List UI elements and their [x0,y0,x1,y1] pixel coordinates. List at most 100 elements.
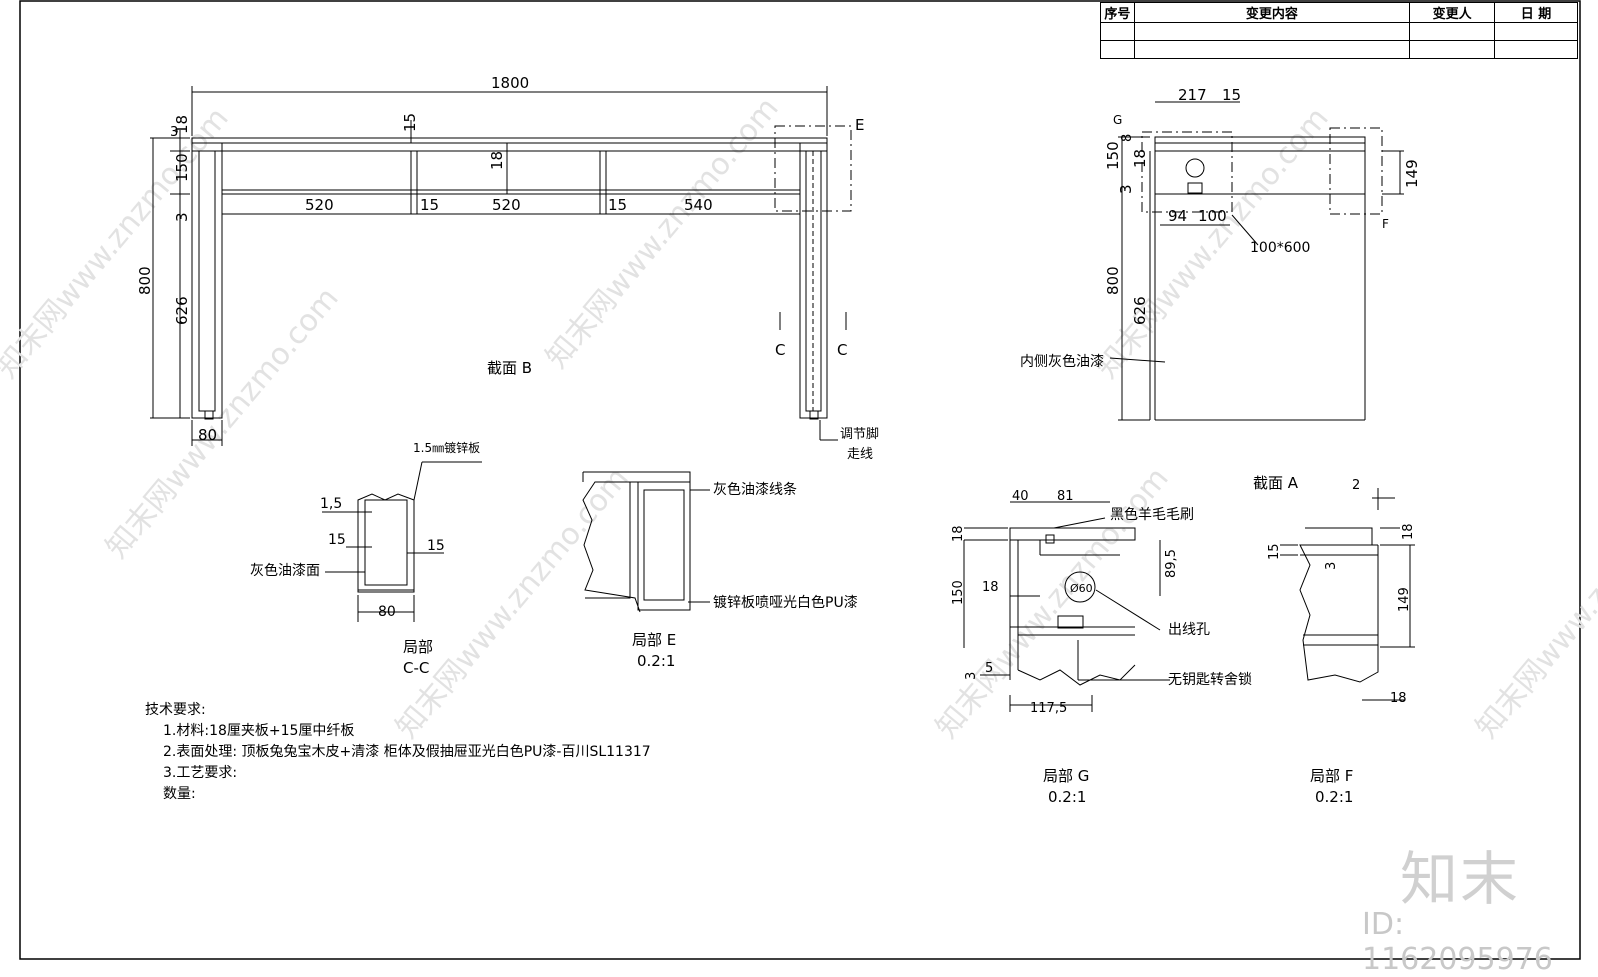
label-e-line: 灰色油漆线条 [713,481,797,498]
dim-a-149: 149 [1403,159,1421,188]
dim-b-18-mid: 18 [488,151,506,170]
notes-item-3: 3.工艺要求: [163,765,238,781]
notes-item-1: 1.材料:18厘夹板+15厘中纤板 [163,723,355,739]
label-g-lock: 无钥匙转舍锁 [1168,672,1252,688]
mark-b-c-right: C [837,341,847,359]
dim-b-3b: 3 [173,212,191,222]
watermark-site-1: 知末网www.znzmo.com [0,101,236,385]
watermark-logo: 知末 [1400,845,1521,913]
dim-f-18: 18 [1401,523,1416,540]
title-detail-e: 局部 E [632,631,676,649]
title-section-a: 截面 A [1253,474,1299,492]
dim-b-bay3: 540 [684,196,713,214]
dim-f-18b: 18 [1390,691,1407,706]
label-b-foot: 调节脚 [840,426,879,442]
detail-cc-drawing [322,461,482,622]
detail-e-text: 灰色油漆线条 镀锌板喷哑光白色PU漆 局部 E 0.2:1 [632,481,858,670]
dim-cc-15a: 1,5 [320,496,342,512]
technical-notes: 技术要求: 1.材料:18厘夹板+15厘中纤板 2.表面处理: 顶板兔兔宝木皮+… [145,700,651,805]
dim-a-100: 100 [1198,207,1227,225]
dim-b-overall: 1800 [491,74,529,92]
scale-detail-e: 0.2:1 [637,652,675,670]
title-detail-f: 局部 F [1310,767,1353,785]
scale-detail-f: 0.2:1 [1315,788,1353,806]
dim-b-18: 18 [173,115,191,134]
mark-a-f: F [1382,217,1389,231]
dim-f-3: 3 [1324,562,1339,570]
detail-f-drawing [1280,488,1415,701]
dim-f-2: 2 [1352,478,1360,493]
dim-g-18b: 18 [982,580,999,595]
title-detail-cc: 局部 [403,638,433,656]
dim-g-3: 3 [964,672,979,680]
notes-item-2: 2.表面处理: 顶板兔兔宝木皮+清漆 柜体及假抽屉亚光白色PU漆-百川SL113… [163,744,651,760]
title-detail-g: 局部 G [1043,767,1089,785]
revision-table: 序号 变更内容 变更人 日 期 [1100,2,1578,59]
dim-a-8: 8 [1120,134,1135,142]
dim-a-3: 3 [1117,184,1135,194]
watermark-diagonals: 知末网www.znzmo.com 知末网www.znzmo.com 知末网www… [0,91,1598,745]
sheet-border [19,0,1581,960]
dim-f-149: 149 [1397,587,1412,612]
dim-cc-80: 80 [378,604,396,620]
label-e-finish: 镀锌板喷哑光白色PU漆 [713,594,858,611]
dim-a-800: 800 [1104,266,1122,295]
dim-a-626: 626 [1131,296,1149,325]
rev-header-no: 序号 [1100,2,1135,23]
label-a-inner: 内侧灰色油漆 [1020,353,1104,370]
dim-b-gap1: 15 [420,196,439,214]
dim-b-150: 150 [173,153,191,182]
dim-b-626: 626 [173,296,191,325]
mark-b-c-left: C [775,341,785,359]
section-a-drawing [1109,101,1404,421]
label-a-grommet: 100*600 [1250,240,1310,256]
dim-g-5: 5 [985,661,993,676]
detail-cc-text: 1.5㎜镀锌板 1,5 15 15 灰色油漆面 80 局部 C-C [250,441,480,677]
notes-heading: 技术要求: [145,702,206,718]
mark-b-e: E [855,116,864,134]
dim-g-81: 81 [1057,489,1074,504]
dim-b-gap2: 15 [608,196,627,214]
dim-a-217: 217 [1178,86,1207,104]
detail-e-drawing [582,471,710,613]
dim-a-150: 150 [1104,141,1122,170]
title-section-b: 截面 B [487,359,532,377]
dim-a-15: 15 [1222,86,1241,104]
dim-cc-15b: 15 [328,532,346,548]
dim-b-3: 3 [170,125,178,140]
mark-a-g: G [1113,113,1122,127]
dim-b-800: 800 [136,266,154,295]
label-g-hole: 出线孔 [1168,622,1210,638]
dim-g-150: 150 [951,580,966,605]
dim-a-18: 18 [1131,149,1149,168]
scale-detail-g: 0.2:1 [1048,788,1086,806]
dim-b-bay2: 520 [492,196,521,214]
dim-b-80: 80 [198,426,217,444]
section-b-dims: 1800 3 18 150 3 800 626 80 15 18 520 15 … [136,74,879,462]
dim-g-89: 89,5 [1164,549,1179,578]
label-g-brush: 黑色羊毛毛刷 [1110,506,1194,523]
dim-g-40: 40 [1012,489,1029,504]
label-g-hole-dia: Ø60 [1070,582,1093,595]
section-a-dims: 217 15 G 8 18 150 3 94 100 100*600 149 F… [1020,86,1421,492]
dim-f-15: 15 [1267,543,1282,560]
detail-f-text: 2 15 3 18 149 18 局部 F 0.2:1 [1267,478,1416,806]
label-cc-sheet: 1.5㎜镀锌板 [413,441,480,455]
section-b-drawing [150,86,852,446]
dim-g-18: 18 [951,525,966,542]
notes-item-4: 数量: [163,786,196,802]
dim-cc-15c: 15 [427,538,445,554]
detail-g-text: 40 81 黑色羊毛毛刷 18 89,5 150 18 Ø60 出线孔 3 5 … [951,489,1252,806]
label-cc-paint: 灰色油漆面 [250,562,320,579]
scale-detail-cc: C-C [403,659,429,677]
dim-g-117: 117,5 [1030,701,1067,716]
label-b-wire: 走线 [847,447,873,462]
detail-g-drawing [963,501,1170,712]
watermark-id: ID: 1162095976 [1362,907,1553,977]
dim-b-bay1: 520 [305,196,334,214]
watermark-site-3: 知末网www.znzmo.com [539,91,785,375]
watermark-site-7: 知末网www.znzmo.com [1469,461,1598,745]
dim-a-94: 94 [1168,207,1187,225]
dim-b-15-top: 15 [401,113,419,132]
